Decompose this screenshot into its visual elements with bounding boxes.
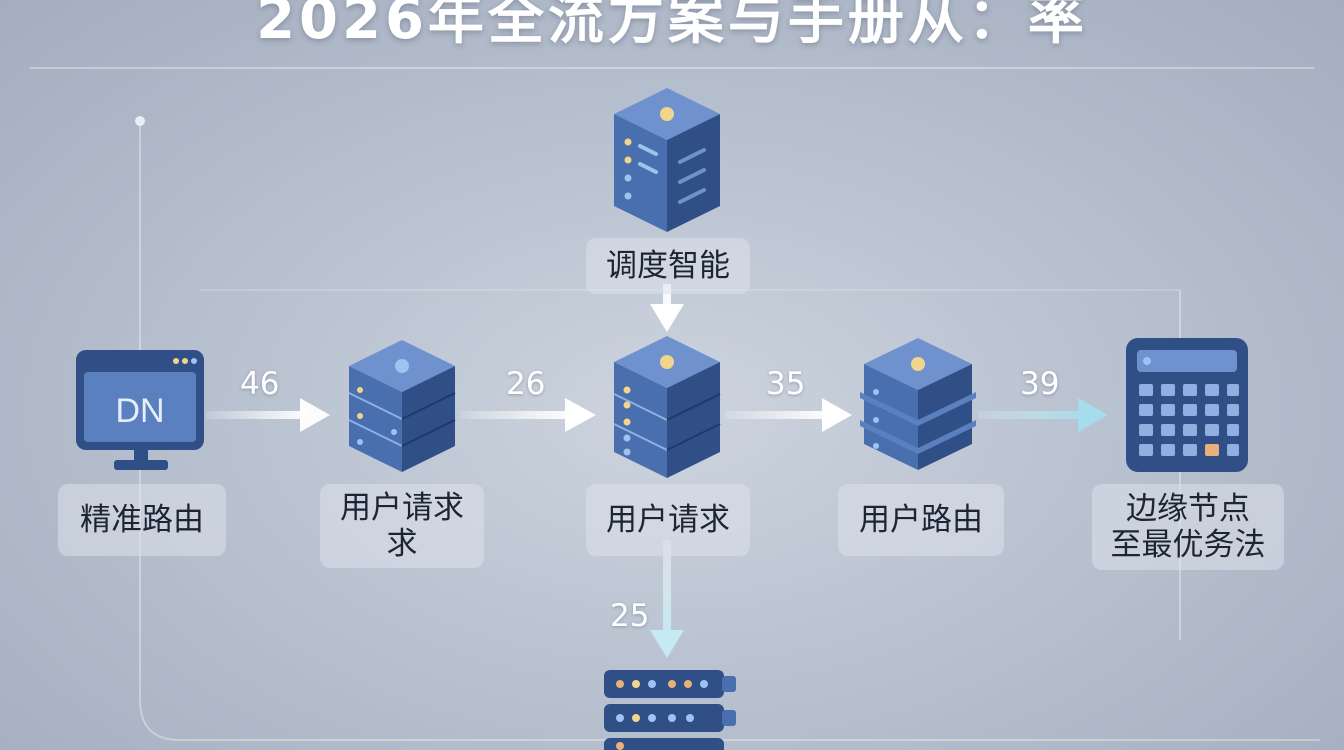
- calculator-icon: [1126, 338, 1248, 472]
- edge-value-26: 26: [506, 366, 546, 402]
- edge-monitor-to-request: [206, 398, 330, 432]
- edge-route-to-calculator: [978, 398, 1108, 432]
- edge-center-to-bottom: [650, 540, 684, 658]
- node-label-user-routing: 用户路由: [838, 484, 1004, 556]
- edge-request-to-center: [460, 398, 596, 432]
- node-label-user-request-center: 用户请求: [586, 484, 750, 556]
- server-stack-icon: [348, 340, 456, 472]
- node-label-edge-node: 边缘节点 至最优务法: [1092, 484, 1284, 570]
- edge-value-39: 39: [1020, 366, 1060, 402]
- node-label-precise-routing: 精准路由: [58, 484, 226, 556]
- edge-value-35: 35: [766, 366, 806, 402]
- frame-left-line: [139, 120, 1320, 741]
- monitor-icon: DN: [76, 350, 204, 470]
- frame-dot: [135, 116, 145, 126]
- monitor-screen-text: DN: [115, 392, 164, 430]
- server-stack-icon-route: [860, 338, 976, 470]
- node-label-user-request-a: 用户请求 求: [320, 484, 484, 568]
- page-title: 2026年全流方案与手册从：率: [256, 0, 1088, 52]
- server-tower-icon-center: [613, 336, 721, 478]
- edge-value-46: 46: [240, 366, 280, 402]
- edge-top-to-center: [650, 284, 684, 332]
- node-label-scheduling: 调度智能: [586, 238, 750, 294]
- server-tower-icon-top: [614, 88, 720, 232]
- edge-value-25: 25: [610, 598, 650, 634]
- server-rack-icon: [604, 670, 736, 750]
- edge-center-to-route: [725, 398, 852, 432]
